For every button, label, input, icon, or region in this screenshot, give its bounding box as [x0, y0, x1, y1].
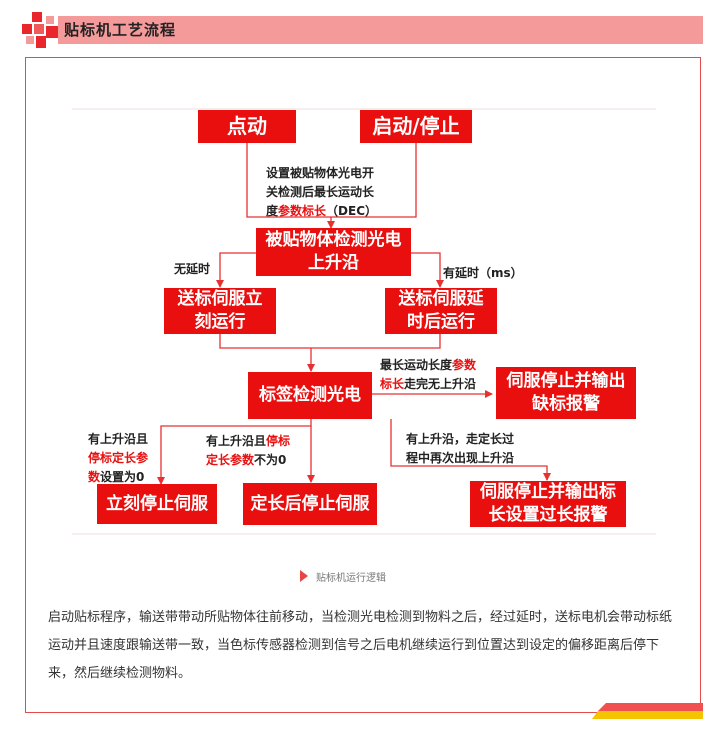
corner-decoration: [592, 703, 703, 719]
caption-text: 贴标机运行逻辑: [316, 572, 386, 584]
section-header: 贴标机工艺流程: [22, 12, 703, 48]
play-triangle-icon: [300, 570, 308, 582]
page-title: 贴标机工艺流程: [64, 21, 177, 39]
header-bar: [58, 16, 703, 44]
figure-caption: 贴标机运行逻辑: [300, 568, 386, 584]
description-paragraph: 启动贴标程序，输送带带动所贴物体往前移动，当检测光电检测到物料之后，经过延时，送…: [48, 610, 673, 681]
pixel-logo-icon: [22, 12, 58, 48]
